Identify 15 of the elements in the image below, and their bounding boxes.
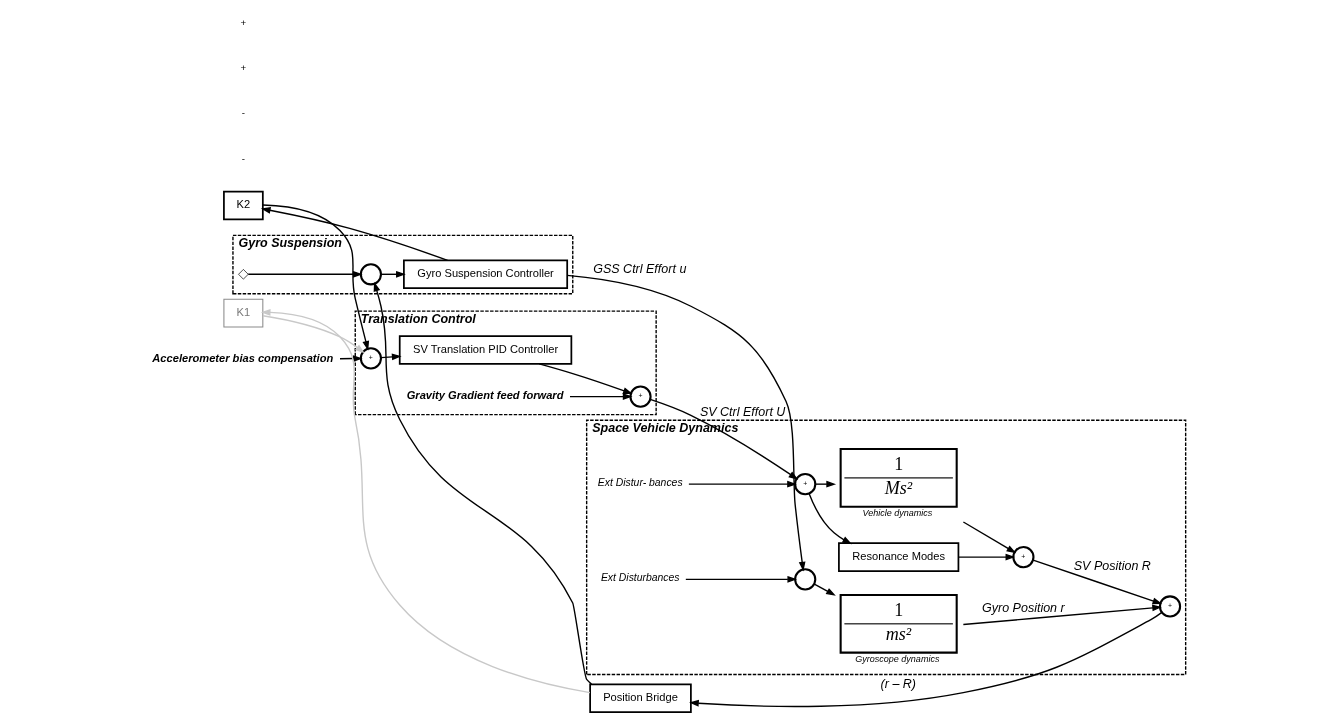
edge-label: Gyro Position r xyxy=(982,600,1065,615)
edge-label: GSS Ctrl Effort u xyxy=(593,262,687,277)
node-label: Gyroscope dynamics xyxy=(855,653,940,664)
node-label: Vehicle dynamics xyxy=(862,507,933,518)
label: - xyxy=(241,107,245,119)
label: + xyxy=(240,62,247,74)
label: - xyxy=(241,152,245,164)
node-text: Gravity Gradient feed forward xyxy=(406,388,564,401)
edge-label: (r – R) xyxy=(880,677,917,692)
node-text: Ext Disturbances xyxy=(600,572,680,584)
label: + xyxy=(240,17,247,28)
node-text: Accelerometer bias compensation xyxy=(152,351,334,364)
node-text: Ext Distur- bances xyxy=(597,476,683,488)
edge-label: SV Position R xyxy=(1073,558,1151,573)
edge-label: SV Ctrl Effort U xyxy=(699,404,786,419)
